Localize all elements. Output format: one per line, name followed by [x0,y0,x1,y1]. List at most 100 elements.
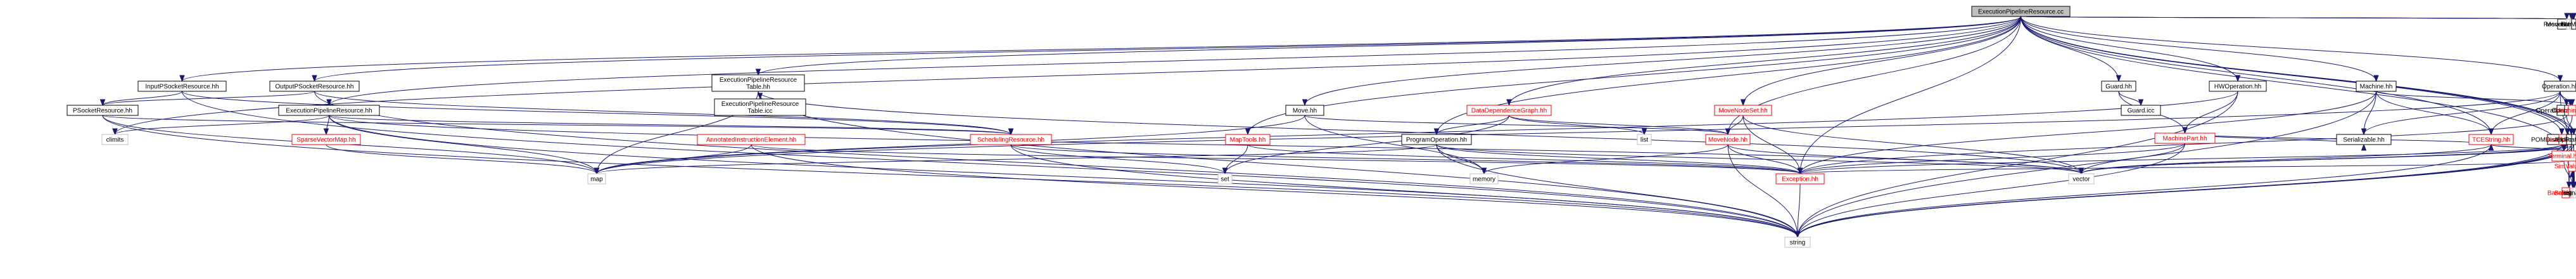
arrowhead-root-to-operation [2557,75,2563,82]
arrowhead-root-to-mns [1740,99,1746,107]
node-label: MoveNode.hh [1708,137,1748,144]
edge-root-to-opsr [314,16,2021,82]
node-string: string [1784,237,1811,248]
node-guardicc[interactable]: Guard.icc [2121,105,2161,116]
edge-root-to-hwop [2021,16,2238,82]
edge-machinepart-to-string [1797,143,2185,238]
edge-progop-to-map [596,144,1437,174]
edge-movenode-to-memory [1483,144,1729,174]
node-simvalue[interactable]: SimValue.hh [2554,160,2576,172]
edge-root-to-machine [2021,16,2376,82]
node-box [2568,160,2576,172]
edge-root-to-app [2021,16,2574,135]
node-mns[interactable]: MoveNodeSet.hh [1714,105,1772,116]
node-label: AnnotatedInstructionElement.hh [706,137,796,144]
node-svm[interactable]: SparseVectorMap.hh [291,134,361,145]
node-sched[interactable]: SchedulingResource.hh [970,134,1052,145]
node-movenode[interactable]: MoveNode.hh [1705,134,1751,145]
node-box [1971,6,2071,17]
node-ddg[interactable]: DataDependenceGraph.hh [1466,105,1552,116]
node-operation[interactable]: Operation.hh [2542,81,2576,92]
node-guard[interactable]: Guard.hh [2101,81,2136,92]
node-label: Serializable.hh [2343,137,2385,144]
node-label: DataDependenceGraph.hh [1471,108,1547,115]
edge-pomdis-to-exception [1799,144,2562,174]
node-box [2209,81,2267,92]
node-exception[interactable]: Exception.hh [1775,173,1825,185]
node-machinepart[interactable]: MachinePart.hh [2154,133,2216,144]
node-label: memory [1473,176,1495,183]
node-set: set [1217,173,1233,185]
edge-exception-to-string [1797,183,1801,238]
node-box [2571,18,2576,30]
node-box [1401,134,1472,145]
node-serial[interactable]: Serializable.hh [2336,134,2392,145]
edge-movenode-to-vector [1727,144,2082,174]
edge-aie-to-map [596,144,752,174]
node-box [587,173,606,185]
node-psr[interactable]: PSocketResource.hh [67,105,139,116]
edge-opsr-to-sched [314,91,1012,135]
arrowhead-machineicc-to-fu [2565,128,2570,136]
node-label: MoveNodeSet.hh [1718,108,1767,115]
node-opsr[interactable]: OutputPSocketResource.hh [269,81,360,92]
node-box [2568,105,2576,116]
node-resmgr[interactable]: ResourceManager.hh [2544,18,2576,30]
arrowhead-root-to-opsr [312,75,317,82]
node-label: vector [2072,176,2090,183]
node-label: Exception.hh [1782,176,1818,183]
node-ipsr[interactable]: InputPSocketResource.hh [137,81,227,92]
arrowhead-maptools-to-set [1222,167,1228,175]
edge-root-to-resmgr [2021,16,2574,20]
edge-machinepart-to-exception [1799,143,2185,174]
node-hwop[interactable]: HWOperation.hh [2209,81,2267,92]
node-box [2356,81,2397,92]
node-label: Operation.icc [2552,108,2576,115]
node-box [2571,134,2576,145]
node-label: Guard.icc [2128,108,2155,115]
node-tcestring[interactable]: TCEString.hh [2468,134,2514,145]
arrowhead-app-to-vector [2078,167,2084,175]
node-machineicc[interactable]: Machine.icc [2556,105,2576,116]
arrowhead-operation-to-tcestring [2488,128,2494,136]
node-aie[interactable]: AnnotatedInstructionElement.hh [697,134,806,145]
edge-epr-to-map [329,115,597,174]
node-move[interactable]: Move.hh [1285,105,1324,116]
edge-ddg-to-progop [1436,115,1509,135]
node-machine[interactable]: Machine.hh [2356,81,2397,92]
node-label: SparseVectorMap.hh [296,137,355,144]
arrowhead-pomdis-to-exception [1797,167,1803,175]
node-label: PSocketResource.hh [73,108,132,115]
node-app[interactable]: Application.hh [2554,134,2576,145]
node-progop[interactable]: ProgramOperation.hh [1401,134,1472,145]
node-label: MoveGuard.hh [2546,22,2576,29]
arrowhead-exception-to-string [1794,231,1801,238]
edge-root-to-climits [115,16,2021,135]
arrowhead-root-to-moveguard [2564,13,2570,20]
node-box [2468,134,2514,145]
edge-machine-to-machineicc [2376,91,2573,106]
node-box [2068,173,2095,185]
node-label: cstdlib [2564,190,2576,197]
edge-machine-to-exception [1799,91,2376,174]
edge-tcestring-to-string [1797,144,2492,238]
node-label: MapTools.hh [1230,137,1266,144]
edge-maptools-to-exception [1247,144,1801,174]
node-maptools[interactable]: MapTools.hh [1225,134,1271,145]
node-label: climits [106,137,124,144]
node-box [1217,173,1233,185]
edge-movenode-to-string [1727,144,1798,238]
edge-move-to-movenode [1304,115,1729,135]
node-map: map [587,173,606,185]
node-root[interactable]: ExecutionPipelineResource.cc [1971,6,2071,17]
node-label: Machine.hh [2360,84,2393,91]
edge-machinepart-to-vector [2081,143,2185,174]
node-terminal[interactable]: Terminal.hh [2547,150,2576,162]
node-label: OperationBehavior.hh [2536,108,2576,115]
node-box [2572,187,2576,198]
node-epr[interactable]: ExecutionPipelineResource.hh [278,105,380,116]
node-label: ExecutionPipelineResource.hh [286,108,372,115]
edge-operation-to-tcestring [2490,91,2561,135]
